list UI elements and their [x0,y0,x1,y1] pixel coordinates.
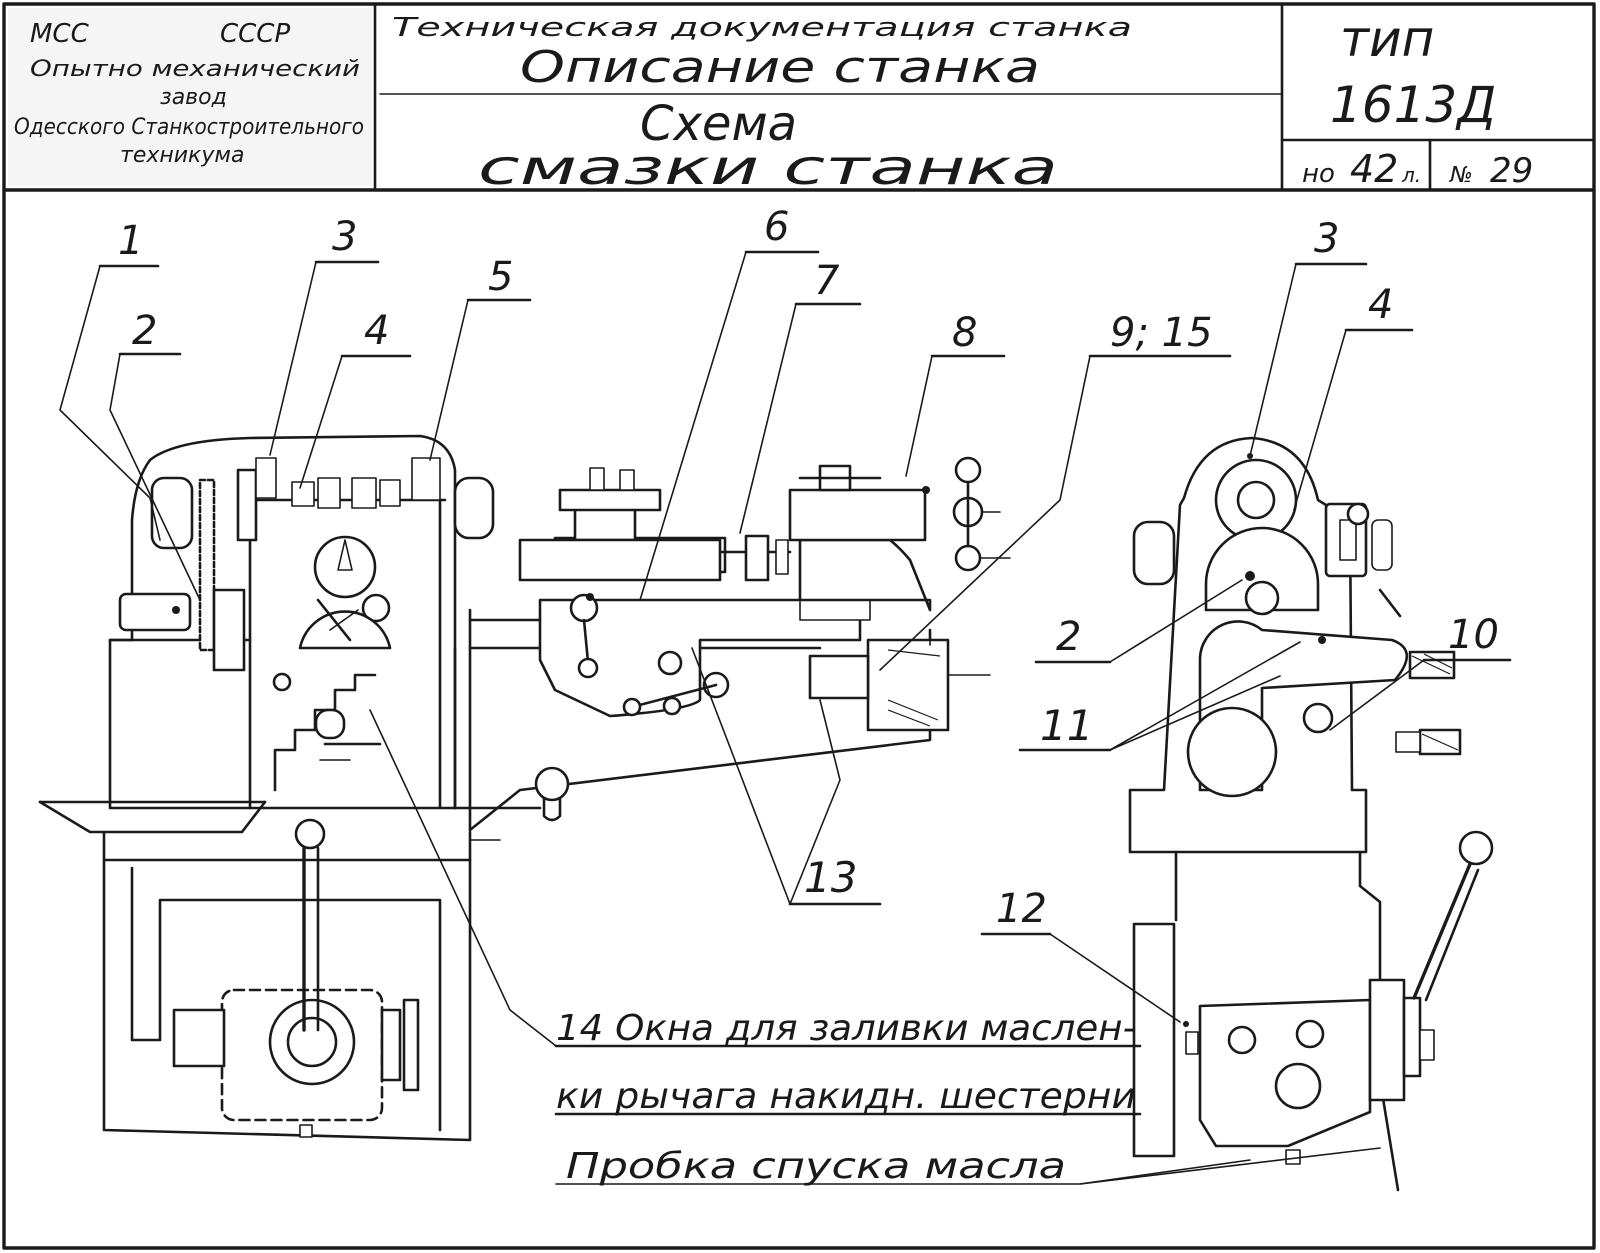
callout-7: 7 [814,258,840,304]
svg-text:Опытно механический: Опытно механический [30,57,360,82]
title-block-organization: МСС СССР Опытно механический завод Одесс… [14,19,364,168]
lathe-side-view [1128,436,1494,1192]
callout-1: 1 [118,218,143,264]
callout-12: 12 [996,886,1047,932]
callout-5: 5 [488,254,513,300]
callout-11: 11 [1040,701,1093,750]
svg-text:1613Д: 1613Д [1330,76,1496,134]
leader-lines [59,250,1512,1185]
lathe-front-view [38,434,1011,1142]
title-block-document: Техническая документация станка Описание… [392,13,1132,196]
svg-text:№: № [1449,163,1473,188]
callout-9-15: 9; 15 [1110,310,1213,356]
svg-text:л.: л. [1401,163,1421,187]
svg-text:смазки станка: смазки станка [478,140,1058,196]
callout-10: 10 [1448,612,1499,658]
callout-side-2: 2 [1056,614,1081,660]
callout-3: 3 [332,214,357,260]
callout-2: 2 [132,308,157,354]
svg-text:МСС: МСС [30,19,90,49]
svg-text:Техническая документация станк: Техническая документация станка [392,13,1132,43]
callout-side-4: 4 [1368,282,1393,328]
note-14-line-1: 14 Окна для заливки маслен- [556,1008,1136,1049]
title-block-type: тип 1613Д но 42 л. № 29 [1302,10,1533,191]
callout-6: 6 [764,204,789,250]
svg-text:Схема: Схема [640,96,797,152]
callout-8: 8 [952,310,977,356]
svg-text:СССР: СССР [220,19,290,49]
svg-text:тип: тип [1340,10,1434,68]
callout-numbers-side: 3 4 2 10 11 12 [996,216,1499,932]
svg-text:завод: завод [160,85,227,110]
svg-text:техникума: техникума [120,143,244,168]
svg-text:Одесского Станкостроительного: Одесского Станкостроительного [14,115,364,140]
svg-text:Описание станка: Описание станка [520,42,1040,93]
svg-text:но: но [1302,159,1335,189]
callout-side-3: 3 [1314,216,1339,262]
svg-text:29: 29 [1490,151,1533,191]
callout-13: 13 [804,853,857,902]
note-drain-plug: Пробка спуска масла [566,1146,1066,1187]
note-14-line-2: ки рычага накидн. шестерни [556,1076,1136,1117]
lubrication-notes: 14 Окна для заливки маслен- ки рычага на… [556,1008,1136,1187]
callout-4: 4 [364,308,389,354]
callout-numbers-front: 1 2 3 4 5 6 7 8 9; 15 13 [118,204,1213,902]
svg-text:42: 42 [1350,147,1398,191]
